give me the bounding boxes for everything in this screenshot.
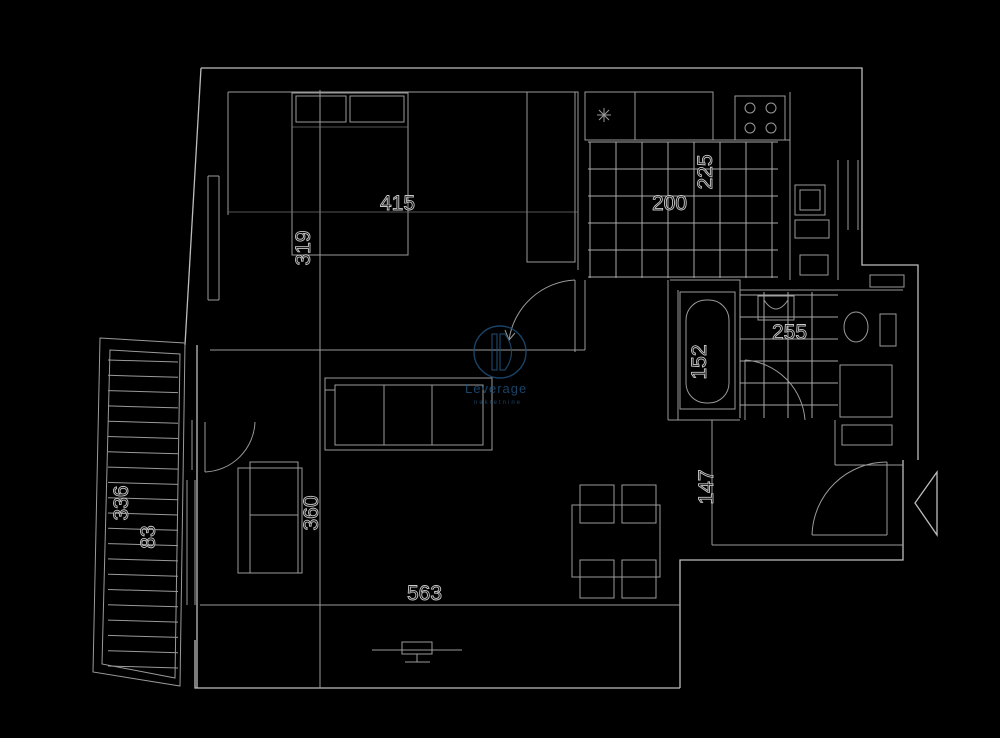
kitchen-tile-grid (588, 141, 778, 278)
bathtub (679, 291, 736, 410)
balcony-door (204, 421, 256, 473)
logo-name: Leverage (465, 381, 527, 396)
fan-icon (597, 108, 611, 122)
outer-walls (184, 67, 919, 689)
logo-circle-icon (473, 325, 527, 379)
entrance-arrow-icon (914, 469, 938, 538)
interior-walls (200, 90, 903, 688)
label-bedroom-width: 415 (380, 192, 415, 215)
balcony (92, 337, 186, 687)
label-living-depth: 360 (300, 495, 323, 530)
label-balcony-width: 83 (137, 525, 160, 548)
bathroom-fixtures (757, 274, 905, 446)
kitchen-appliances (794, 160, 859, 280)
bathroom-tile-grid (739, 292, 838, 418)
label-hall-width: 147 (695, 469, 718, 504)
entrance-door (811, 461, 888, 536)
stove-icon (734, 95, 786, 141)
logo-subtitle: nekretnine (474, 400, 522, 406)
sofa (324, 377, 493, 451)
label-balcony-length: 336 (110, 485, 133, 520)
bed (291, 92, 409, 256)
tv-unit (372, 641, 462, 663)
armchair (237, 461, 303, 574)
dining-set (571, 484, 661, 599)
label-living-width: 563 (407, 582, 442, 605)
label-bathroom: 255 (772, 321, 807, 344)
watermark-logo: Leverage nekretnine (465, 325, 527, 406)
label-kitchen: 200 (652, 192, 687, 215)
dimension-labels: 415 319 200 225 255 152 147 563 360 336 … (110, 154, 808, 605)
label-bath-length: 152 (688, 344, 711, 379)
wardrobe (526, 91, 576, 263)
bathroom-door (744, 359, 806, 421)
label-kitchen-depth: 225 (694, 154, 717, 189)
label-bedroom-depth: 319 (292, 230, 315, 265)
